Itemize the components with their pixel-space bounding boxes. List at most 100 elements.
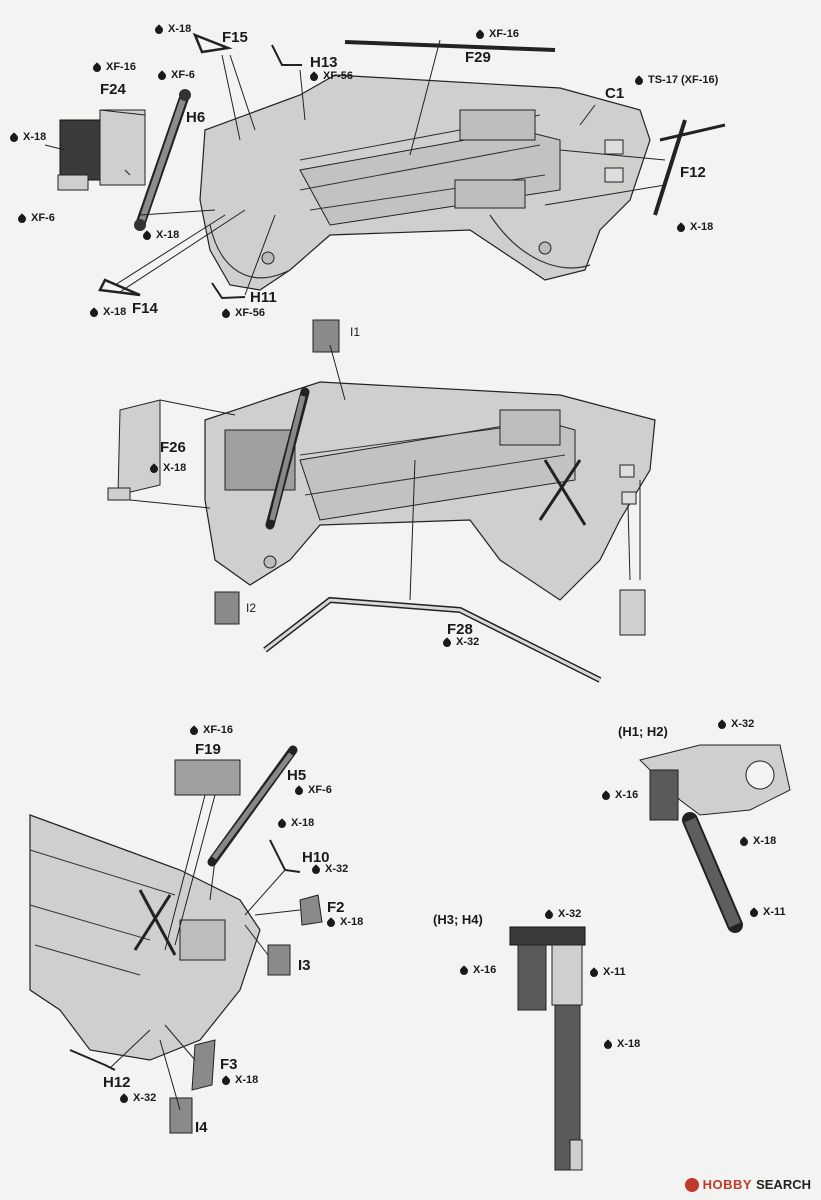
paint-code: X-32 <box>716 718 755 731</box>
paint-code: X-18 <box>325 916 364 929</box>
paint-code: X-18 <box>602 1038 640 1051</box>
paint-code: X-32 <box>441 636 479 649</box>
part-f24-shape <box>57 109 146 191</box>
label-f15: F15 <box>222 29 248 46</box>
paint-code: X-18 <box>276 817 315 830</box>
paint-drop-icon <box>675 221 687 234</box>
paint-drop-icon <box>188 724 200 737</box>
paint-code: XF-6 <box>293 784 332 797</box>
part-h12-shape <box>69 1049 116 1071</box>
part-i3-shape <box>267 944 291 976</box>
paint-code: XF-16 <box>188 724 233 737</box>
paint-drop-icon <box>141 229 153 242</box>
part-f28-shape <box>263 589 646 683</box>
label-c1: C1 <box>605 85 625 102</box>
paint-drop-icon <box>16 212 28 225</box>
paint-code-text: X-32 <box>731 718 755 730</box>
paint-code-text: X-18 <box>156 229 180 241</box>
paint-code: X-18 <box>675 221 713 234</box>
paint-drop-icon <box>738 835 750 848</box>
paint-code-text: XF-56 <box>323 70 353 82</box>
paint-code: X-18 <box>88 306 127 319</box>
watermark-brand: HOBBY <box>702 1177 753 1192</box>
paint-code: XF-6 <box>16 212 55 225</box>
chassis-middle <box>204 381 656 601</box>
label-f14: F14 <box>132 300 158 317</box>
paint-drop-icon <box>588 966 600 979</box>
watermark-suffix: SEARCH <box>756 1177 811 1192</box>
part-i4-shape <box>169 1097 193 1134</box>
label-h6: H6 <box>186 109 206 126</box>
paint-code: X-32 <box>118 1092 157 1105</box>
paint-drop-icon <box>156 69 168 82</box>
paint-code-text: X-18 <box>235 1074 259 1086</box>
paint-code: X-18 <box>220 1074 259 1087</box>
paint-drop-icon <box>91 61 103 74</box>
paint-drop-icon <box>118 1092 130 1105</box>
subassembly-h1h2-label: (H1; H2) <box>618 724 668 739</box>
label-i1: I1 <box>350 325 361 339</box>
shock-h3h4 <box>509 926 586 1171</box>
part-f3-shape <box>191 1039 216 1091</box>
label-f12: F12 <box>680 164 706 181</box>
paint-code-text: X-18 <box>23 131 47 143</box>
label-f28: F28 <box>447 621 473 638</box>
paint-drop-icon <box>220 1074 232 1087</box>
paint-code: XF-6 <box>156 69 195 82</box>
part-h6-shape <box>134 89 191 231</box>
paint-code-text: XF-16 <box>106 61 136 73</box>
label-i3: I3 <box>298 957 311 974</box>
label-f19: F19 <box>195 741 221 758</box>
paint-code-text: X-18 <box>340 916 364 928</box>
paint-code: XF-16 <box>474 29 519 41</box>
paint-code-text: XF-6 <box>171 69 195 81</box>
label-f29: F29 <box>465 49 491 66</box>
paint-drop-icon <box>441 636 453 649</box>
part-h13-shape <box>271 44 302 66</box>
part-f14-shape <box>98 278 141 297</box>
subassembly-h3h4-label: (H3; H4) <box>433 912 483 927</box>
paint-drop-icon <box>633 74 645 87</box>
paint-drop-icon <box>8 131 20 144</box>
paint-code: X-11 <box>748 906 786 919</box>
paint-code-text: X-18 <box>291 817 315 829</box>
paint-code-text: X-18 <box>163 462 187 474</box>
part-f26-shape <box>107 399 161 501</box>
part-h10-shape <box>269 839 301 873</box>
part-i2-shape <box>214 591 240 625</box>
paint-code-text: XF-6 <box>31 212 55 224</box>
paint-code-text: XF-6 <box>308 784 332 796</box>
label-f3: F3 <box>220 1056 238 1073</box>
label-h10: H10 <box>302 849 330 866</box>
label-h11: H11 <box>250 289 277 306</box>
paint-code-text: X-18 <box>103 306 127 318</box>
leaders-step2 <box>129 344 641 601</box>
paint-code-text: X-32 <box>133 1092 157 1104</box>
paint-code: XF-56 <box>220 307 265 320</box>
paint-drop-icon <box>308 70 320 83</box>
paint-code: TS-17 (XF-16) <box>633 74 718 87</box>
label-i2: I2 <box>246 601 257 615</box>
paint-drop-icon <box>458 964 470 977</box>
leaders-step3 <box>109 794 301 1111</box>
paint-code: X-18 <box>8 131 47 144</box>
label-h12: H12 <box>103 1074 131 1091</box>
paint-drop-icon <box>716 718 728 731</box>
paint-drop-icon <box>602 1038 614 1051</box>
paint-code-text: X-11 <box>763 906 786 918</box>
paint-code: XF-56 <box>308 70 353 83</box>
paint-drop-icon <box>220 307 232 320</box>
part-i1-shape <box>312 319 340 353</box>
chassis-top <box>199 74 651 291</box>
shock-h1h2 <box>639 744 791 933</box>
paint-drop-icon <box>310 863 322 876</box>
paint-drop-icon <box>148 462 160 475</box>
paint-drop-icon <box>325 916 337 929</box>
paint-drop-icon <box>543 908 555 921</box>
watermark-logo: HOBBY SEARCH <box>684 1177 811 1192</box>
paint-code: X-32 <box>543 908 581 921</box>
paint-code: X-32 <box>310 863 348 876</box>
paint-code: X-18 <box>141 229 180 242</box>
label-f2: F2 <box>327 899 345 916</box>
paint-drop-icon <box>153 23 165 36</box>
